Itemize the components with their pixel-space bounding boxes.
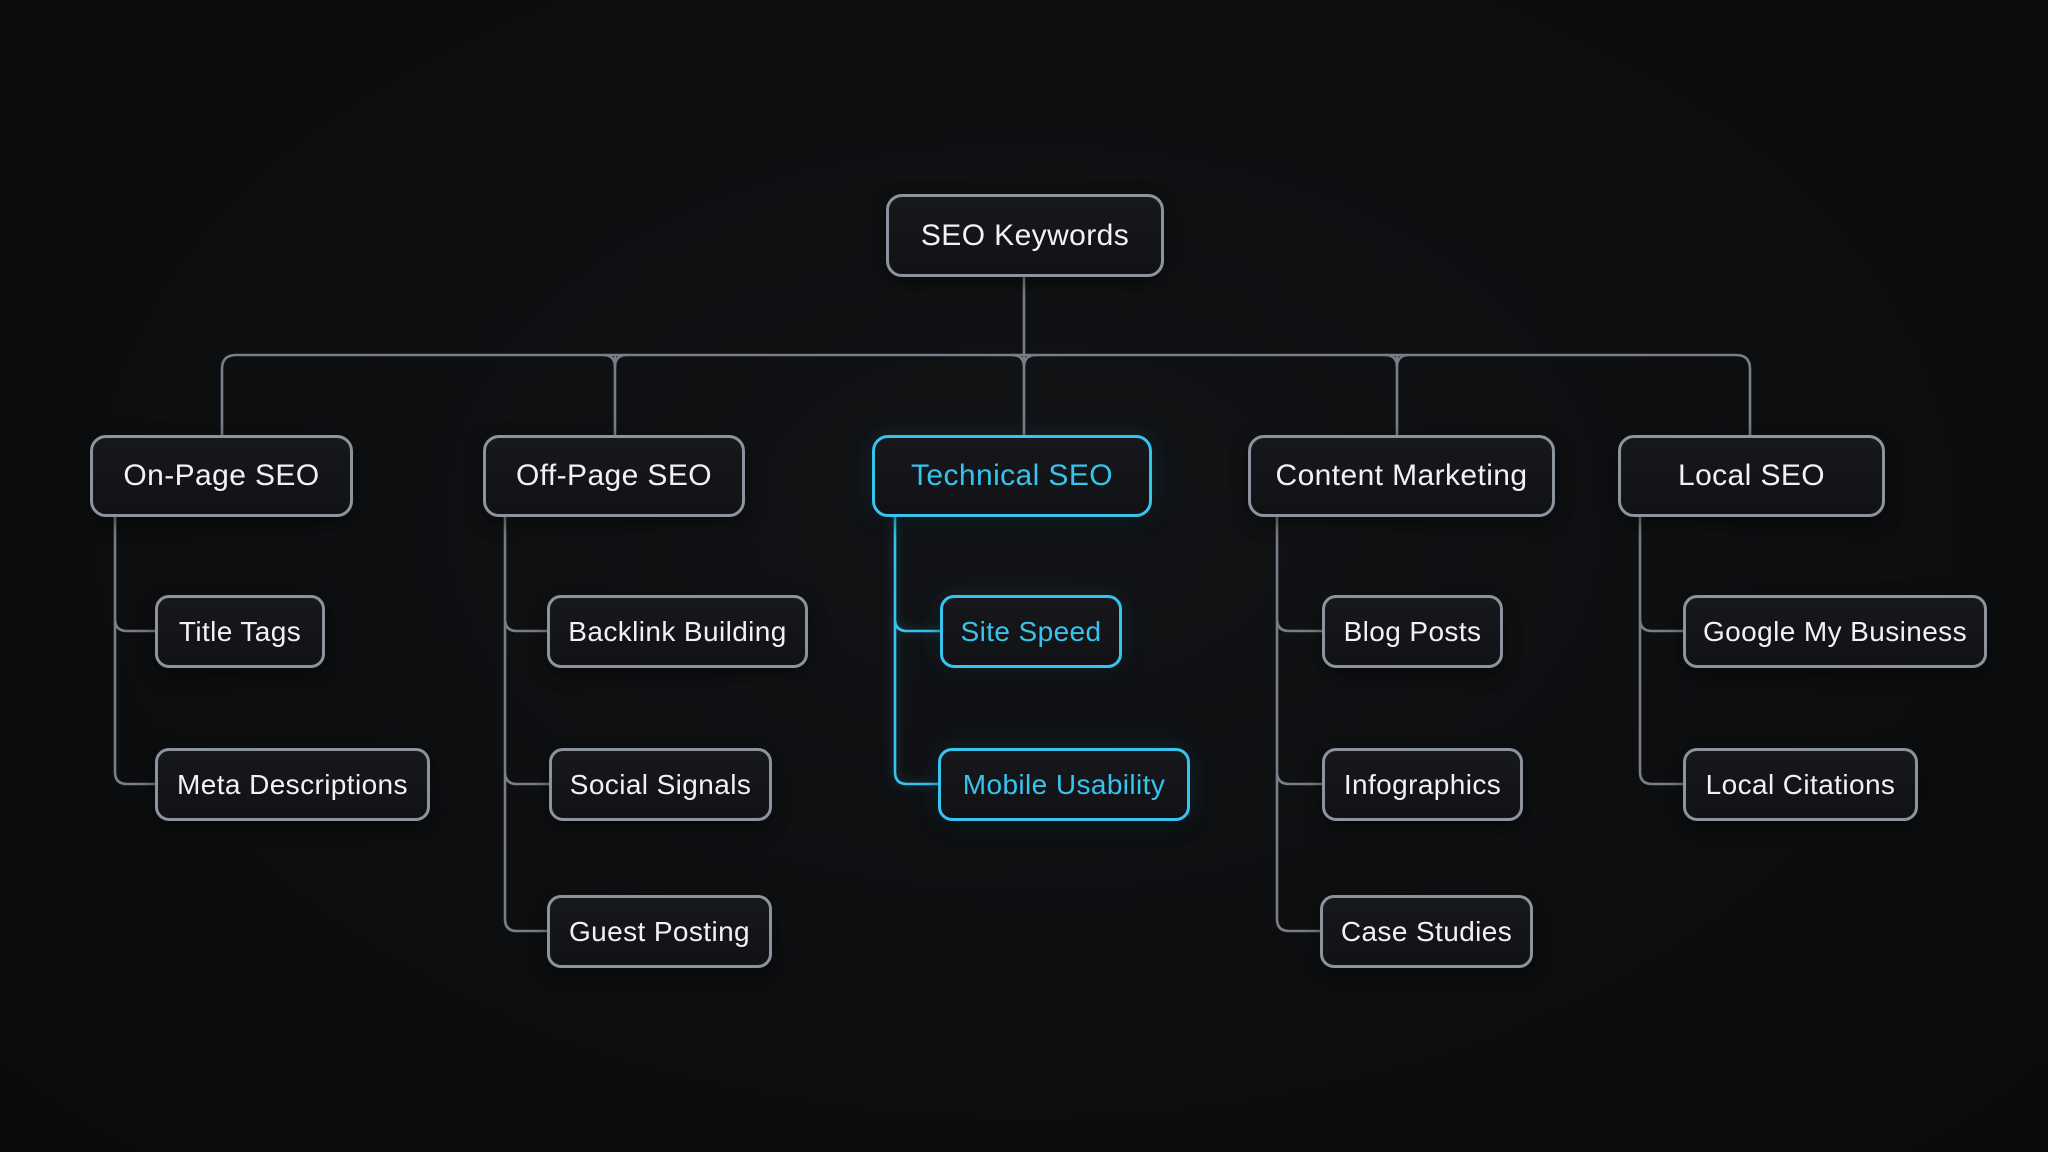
- node-site-speed[interactable]: Site Speed: [940, 595, 1122, 668]
- connector-onpage-children: [113, 517, 155, 786]
- node-blog-posts[interactable]: Blog Posts: [1322, 595, 1503, 668]
- node-meta-descriptions[interactable]: Meta Descriptions: [155, 748, 430, 821]
- node-title-tags[interactable]: Title Tags: [155, 595, 325, 668]
- node-google-my-business[interactable]: Google My Business: [1683, 595, 1987, 668]
- node-local-seo[interactable]: Local SEO: [1618, 435, 1885, 517]
- node-mobile-usability[interactable]: Mobile Usability: [938, 748, 1190, 821]
- connector-content-children: [1275, 517, 1322, 933]
- node-infographics[interactable]: Infographics: [1322, 748, 1523, 821]
- node-off-page-seo[interactable]: Off-Page SEO: [483, 435, 745, 517]
- connector-technical-children: [893, 517, 940, 786]
- connector-offpage-children: [503, 517, 549, 933]
- node-guest-posting[interactable]: Guest Posting: [547, 895, 772, 968]
- connector-bus: [220, 353, 1752, 435]
- node-content-marketing[interactable]: Content Marketing: [1248, 435, 1555, 517]
- node-seo-keywords[interactable]: SEO Keywords: [886, 194, 1164, 277]
- node-local-citations[interactable]: Local Citations: [1683, 748, 1918, 821]
- node-on-page-seo[interactable]: On-Page SEO: [90, 435, 353, 517]
- node-backlink-building[interactable]: Backlink Building: [547, 595, 808, 668]
- connector-junction-fillets: [602, 353, 1410, 368]
- node-social-signals[interactable]: Social Signals: [549, 748, 772, 821]
- connector-local-children: [1638, 517, 1683, 786]
- node-case-studies[interactable]: Case Studies: [1320, 895, 1533, 968]
- node-technical-seo[interactable]: Technical SEO: [872, 435, 1152, 517]
